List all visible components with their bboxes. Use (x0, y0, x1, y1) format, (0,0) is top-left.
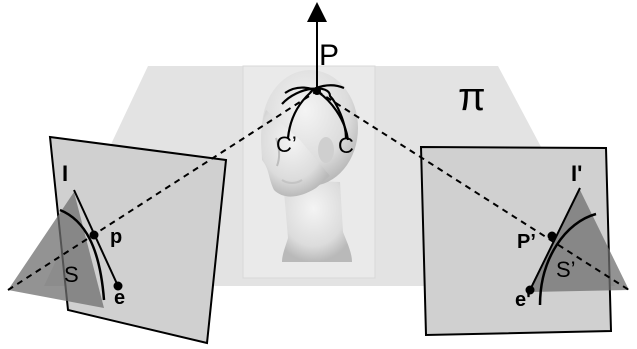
point-e (113, 281, 123, 291)
point-P (313, 87, 321, 95)
label-P: P (319, 39, 339, 72)
point-P-prime (547, 231, 557, 241)
label-C-prime: C’ (276, 132, 297, 157)
left-image-curve-s (59, 208, 106, 301)
label-pi: π (458, 75, 486, 119)
left-cone (8, 192, 104, 308)
label-e-prime: e' (515, 289, 531, 311)
label-P-prime: P’ (517, 231, 536, 253)
label-e-left: e (114, 287, 125, 309)
label-p-left: p (110, 226, 122, 248)
curve-c-right-arc (286, 84, 345, 139)
label-C: C (338, 133, 354, 158)
label-I-left: I (62, 161, 68, 186)
point-p (89, 230, 99, 240)
right-projection-ray (316, 90, 630, 291)
point-e-prime (525, 285, 535, 295)
right-cone (530, 190, 629, 292)
label-I-right: I' (571, 161, 582, 186)
label-S-left: S (64, 262, 79, 287)
label-S-prime: S’ (556, 257, 576, 282)
right-image-curve-s-prime (538, 212, 597, 306)
